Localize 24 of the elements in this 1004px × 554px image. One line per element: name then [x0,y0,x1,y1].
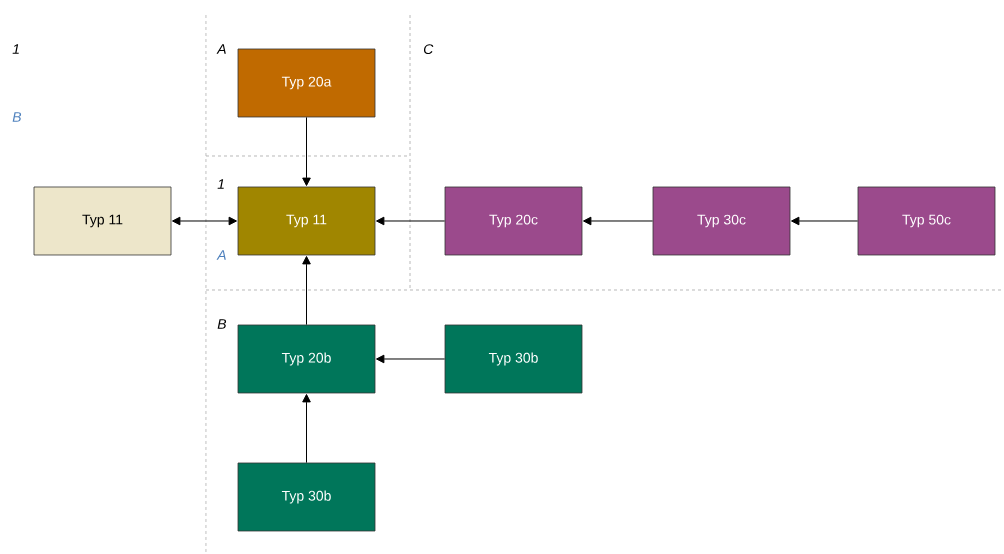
region-letter: A [216,250,226,260]
process-box: Typ 11 [33,186,172,256]
process-box: Typ 30b [444,324,583,394]
process-box: Typ 20c [444,186,583,256]
arrow [376,216,446,226]
process-box: Typ 30b [237,462,376,532]
region-letter: 1 [217,179,224,189]
arrow [302,256,311,326]
arrow [583,216,654,226]
arrow [376,354,446,364]
region-letter: B [12,112,22,122]
process-box: Typ 50c [857,186,996,256]
process-box: Typ 11 [237,186,376,256]
region-letter: C [424,44,434,55]
arrow [302,394,311,464]
region-letter: 1 [12,44,19,54]
arrow [791,216,859,226]
process-box: Typ 20a [237,48,376,118]
process-box: Typ 30c [652,186,791,256]
process-box: Typ 20b [237,324,376,394]
arrow [172,216,237,226]
region-letter: B [217,319,227,329]
arrow [302,116,311,186]
region-letter: A [216,44,226,54]
